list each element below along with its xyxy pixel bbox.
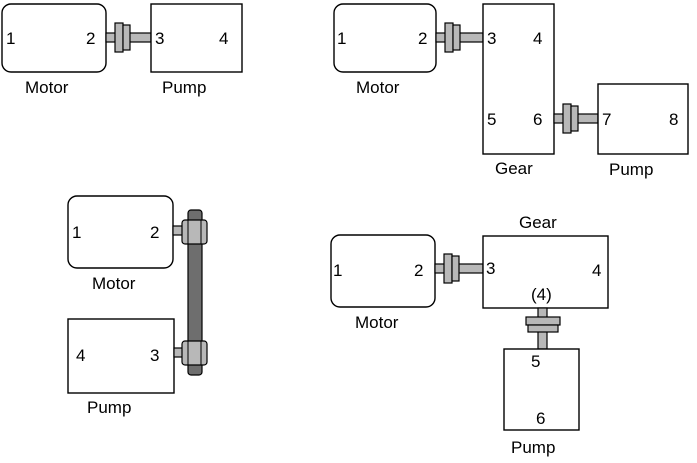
config2-gear-label: Gear bbox=[495, 159, 533, 178]
config1-pump-label: Pump bbox=[162, 78, 206, 97]
config4-gear-port4-bottom: (4) bbox=[531, 285, 552, 304]
config4-right-angle-gear: 1 2 Motor 3 4 (4) Gear 5 6 Pump bbox=[330, 213, 609, 457]
config1-pump-port4: 4 bbox=[219, 29, 228, 48]
config4-pump-port6: 6 bbox=[536, 409, 545, 428]
config1-coupling-flange-right bbox=[122, 24, 131, 51]
config2-motor-label: Motor bbox=[356, 78, 400, 97]
config4-coupling2-flange-top bbox=[525, 316, 561, 326]
config2-gear-port5: 5 bbox=[487, 110, 496, 129]
config2-motor-gear-pump: 1 2 Motor 3 4 5 6 Gear 7 8 Pump bbox=[333, 3, 689, 179]
config3-pump-port4: 4 bbox=[76, 346, 85, 365]
config2-coupling2-flange-right bbox=[570, 105, 579, 132]
config4-coupling-motor-gear bbox=[434, 253, 484, 284]
config1-motor-port2: 2 bbox=[86, 29, 95, 48]
config3-pump-pulley bbox=[181, 340, 208, 366]
config4-gear-port3: 3 bbox=[486, 259, 495, 278]
config2-coupling-gear-pump bbox=[553, 103, 599, 134]
config2-pump-port7: 7 bbox=[602, 110, 611, 129]
config3-pump-label: Pump bbox=[87, 398, 131, 417]
config3-belt-drive: 1 2 Motor 4 3 Pump bbox=[67, 195, 208, 417]
config4-pump-port5: 5 bbox=[531, 352, 540, 371]
config2-coupling1-flange-left bbox=[444, 22, 454, 53]
config4-coupling-gear-pump bbox=[525, 307, 561, 350]
config4-motor-port2: 2 bbox=[414, 261, 423, 280]
config3-belt bbox=[187, 209, 203, 376]
config4-motor-port1: 1 bbox=[333, 261, 342, 280]
config4-coupling1-flange-left bbox=[443, 253, 453, 284]
config4-gear-box bbox=[482, 235, 609, 309]
config2-pump-port8: 8 bbox=[669, 110, 678, 129]
config2-gear-port4: 4 bbox=[533, 29, 542, 48]
config2-coupling-motor-gear bbox=[435, 22, 484, 53]
config1-coupling-flange-left bbox=[114, 22, 124, 53]
config2-coupling2-flange-left bbox=[562, 103, 572, 134]
config2-gear-port6: 6 bbox=[533, 110, 542, 129]
config1-motor-label: Motor bbox=[25, 78, 69, 97]
config4-coupling1-flange-right bbox=[451, 255, 460, 282]
config4-gear-label: Gear bbox=[519, 213, 557, 232]
config1-coupling bbox=[105, 22, 152, 53]
config2-coupling1-flange-right bbox=[452, 24, 461, 51]
config3-motor-port1: 1 bbox=[72, 223, 81, 242]
config4-pump-label: Pump bbox=[511, 438, 555, 457]
config2-gear-box bbox=[482, 3, 555, 155]
config2-pump-label: Pump bbox=[609, 160, 653, 179]
config4-gear-port4: 4 bbox=[592, 261, 601, 280]
config1-pump-box bbox=[150, 3, 243, 73]
config1-motor-port1: 1 bbox=[6, 29, 15, 48]
config3-motor-pulley bbox=[181, 219, 208, 245]
config2-gear-port3: 3 bbox=[487, 29, 496, 48]
config3-motor-label: Motor bbox=[92, 274, 136, 293]
config1-pump-port3: 3 bbox=[155, 29, 164, 48]
config3-pump-box bbox=[67, 318, 175, 394]
config4-motor-label: Motor bbox=[355, 313, 399, 332]
config2-motor-port2: 2 bbox=[418, 29, 427, 48]
config4-pump-box bbox=[503, 348, 580, 431]
config2-motor-port1: 1 bbox=[337, 29, 346, 48]
config1-motor-pump: 1 2 Motor 3 4 Pump bbox=[1, 3, 243, 97]
config3-motor-port2: 2 bbox=[150, 223, 159, 242]
config2-pump-box bbox=[597, 83, 689, 155]
config4-coupling2-flange-bottom bbox=[527, 324, 559, 333]
config3-pump-port3: 3 bbox=[150, 346, 159, 365]
